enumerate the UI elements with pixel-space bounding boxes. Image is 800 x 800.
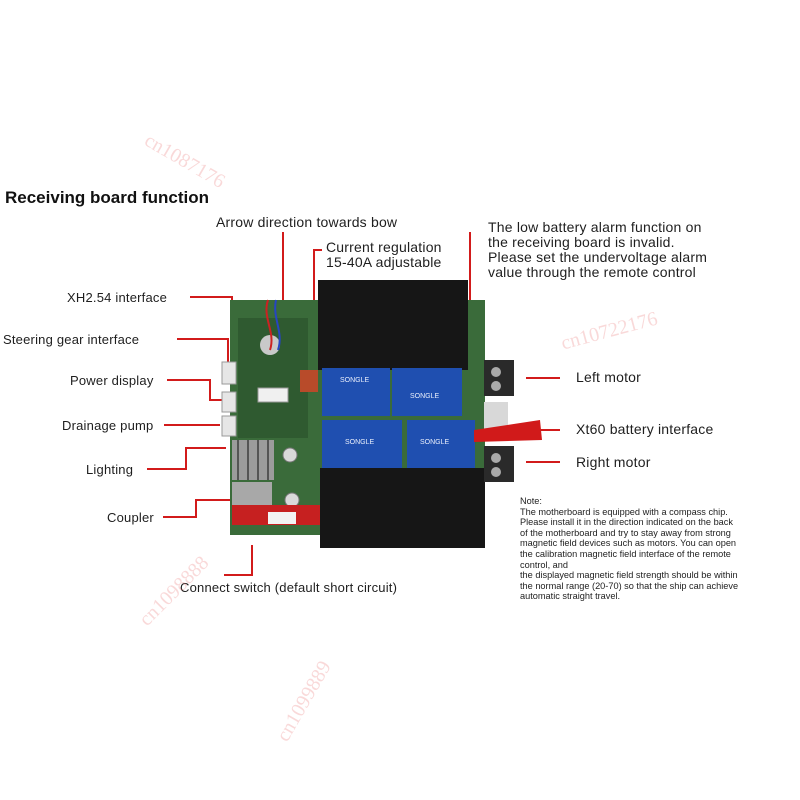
- capacitor-2: [284, 492, 300, 508]
- relay-4: [407, 420, 475, 468]
- terminal-screw-2: [491, 381, 501, 391]
- label-power-display: Power display: [70, 373, 154, 388]
- terminal-right-motor: [484, 446, 514, 482]
- note-line: of the motherboard and try to stay away …: [520, 527, 731, 538]
- note-line: Please install it in the direction indic…: [520, 517, 733, 528]
- label-left-motor: Left motor: [576, 369, 642, 385]
- wire-red: [265, 299, 273, 351]
- pointer-coupler: [163, 499, 230, 518]
- relay-mark-3: SONGLE: [345, 439, 375, 446]
- note-line: control, and: [520, 559, 569, 570]
- pcb-component: [260, 335, 280, 355]
- pointer-current: [313, 249, 322, 320]
- black-block-top: [318, 280, 468, 370]
- wire-blue: [274, 299, 281, 351]
- note-line: the normal range (20-70) so that the shi…: [520, 580, 739, 591]
- capacitor-1: [282, 447, 298, 463]
- pointer-switch: [224, 545, 253, 576]
- connector-pump: [221, 415, 237, 437]
- terminal-screw-3: [491, 453, 501, 463]
- connector-xh254: [257, 387, 289, 403]
- note-line: automatic straight travel.: [520, 591, 621, 602]
- label-current-regulation-line-2: 15-40A adjustable: [326, 254, 442, 270]
- note-line: the calibration magnetic field interface…: [520, 548, 731, 559]
- pointer-xh254: [190, 296, 233, 330]
- note-heading: Note:: [520, 496, 542, 506]
- relay-3: [322, 420, 402, 468]
- relay-mark-2: SONGLE: [410, 393, 440, 400]
- note-line: magnetic field devices such as motors. Y…: [520, 538, 737, 549]
- connector-steering: [221, 361, 237, 385]
- label-low-battery-line-2: the receiving board is invalid.: [488, 234, 675, 250]
- xt60-connector: [474, 420, 542, 442]
- coupler-plug: [268, 512, 296, 524]
- label-connect-switch: Connect switch (default short circuit): [180, 580, 398, 595]
- relay-mark-1: SONGLE: [340, 377, 370, 384]
- label-xh254: XH2.54 interface: [67, 290, 168, 305]
- connector-power: [221, 391, 237, 413]
- label-low-battery: The low battery alarm function on the re…: [488, 220, 707, 280]
- label-right-motor: Right motor: [576, 454, 651, 470]
- label-low-battery-line-4: value through the remote control: [488, 264, 696, 280]
- label-steering-gear: Steering gear interface: [3, 332, 140, 347]
- label-arrow-direction: Arrow direction towards bow: [216, 214, 398, 230]
- note-block: Note: The motherboard is equipped with a…: [520, 496, 782, 602]
- label-current-regulation: Current regulation 15-40A adjustable: [326, 240, 442, 270]
- pcb-chip: [300, 370, 318, 392]
- pointer-power: [167, 379, 222, 401]
- label-xt60: Xt60 battery interface: [576, 421, 714, 437]
- label-lighting: Lighting: [86, 462, 134, 477]
- diagram-title: Receiving board function: [5, 188, 210, 207]
- label-low-battery-line-3: Please set the undervoltage alarm: [488, 249, 708, 265]
- black-block-bottom: [320, 468, 485, 548]
- label-current-regulation-line-1: Current regulation: [326, 239, 442, 255]
- terminal-screw-1: [491, 367, 501, 377]
- relay-1: [322, 368, 390, 416]
- heat-sink-fins: [237, 440, 269, 480]
- label-low-battery-line-1: The low battery alarm function on: [488, 219, 702, 235]
- relay-2: [392, 368, 462, 416]
- pointer-steering: [177, 338, 229, 365]
- label-drainage-pump: Drainage pump: [62, 418, 154, 433]
- label-coupler: Coupler: [107, 510, 154, 525]
- relay-mark-4: SONGLE: [420, 439, 450, 446]
- note-line: The motherboard is equipped with a compa…: [520, 506, 728, 517]
- note-line: the displayed magnetic field strength sh…: [520, 570, 738, 581]
- terminal-screw-4: [491, 467, 501, 477]
- pointer-lighting: [147, 447, 226, 470]
- terminal-left-motor: [484, 360, 514, 396]
